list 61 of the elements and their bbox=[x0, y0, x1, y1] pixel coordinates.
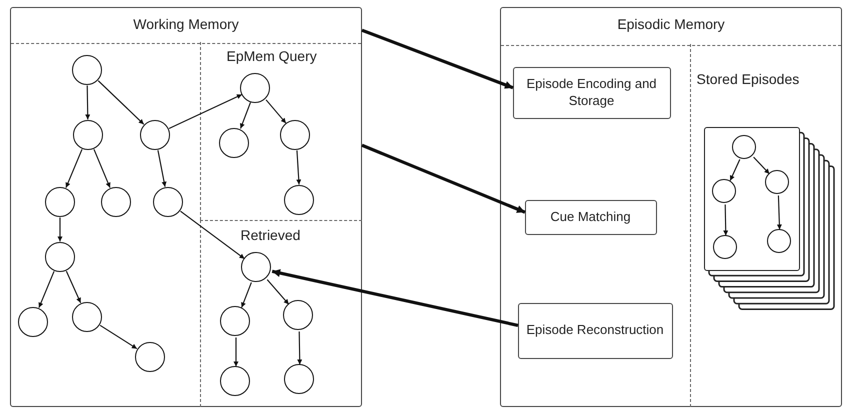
tree-node-circle bbox=[240, 72, 270, 102]
tree-node-circle bbox=[72, 302, 102, 332]
region-title: EpMem Query bbox=[226, 48, 317, 64]
arrow bbox=[296, 150, 302, 185]
tree-node-circle bbox=[44, 242, 74, 272]
arrow bbox=[157, 150, 167, 187]
tree-node-circle bbox=[220, 366, 250, 396]
tree-node-circle bbox=[712, 179, 736, 203]
arrow bbox=[776, 195, 782, 230]
tree-node-circle bbox=[766, 229, 790, 253]
tree-node-circle bbox=[284, 364, 314, 394]
tree-node-circle bbox=[140, 120, 170, 150]
arrow bbox=[85, 86, 90, 120]
dashed-region bbox=[200, 220, 362, 406]
tree-node-circle bbox=[100, 186, 130, 216]
tree-node-circle bbox=[284, 184, 314, 214]
arrow bbox=[58, 218, 62, 242]
process-box: Episode Reconstruction bbox=[518, 302, 672, 358]
arrow bbox=[361, 28, 514, 90]
arrow bbox=[241, 282, 252, 308]
episode-card bbox=[704, 126, 800, 270]
tree-node-circle bbox=[134, 342, 164, 372]
arrow bbox=[66, 270, 82, 304]
tree-node-circle bbox=[220, 306, 250, 336]
arrow bbox=[38, 271, 55, 308]
tree-node-circle bbox=[72, 54, 102, 84]
tree-node-circle bbox=[18, 306, 48, 336]
arrow bbox=[753, 156, 770, 174]
tree-node-circle bbox=[219, 128, 249, 158]
region-title: Stored Episodes bbox=[696, 70, 800, 86]
arrow bbox=[98, 80, 144, 125]
tree-node-circle bbox=[72, 120, 102, 150]
memory-panel bbox=[10, 7, 362, 407]
arrow bbox=[266, 99, 286, 124]
arrow bbox=[272, 269, 518, 327]
tree-node-circle bbox=[44, 186, 74, 216]
arrow bbox=[168, 94, 242, 129]
arrow bbox=[65, 149, 83, 188]
arrow bbox=[723, 204, 728, 236]
arrow bbox=[100, 324, 138, 350]
panel-title: Working Memory bbox=[133, 16, 239, 32]
tree-node-circle bbox=[283, 300, 313, 330]
tree-node-circle bbox=[241, 252, 271, 282]
panel-title: Episodic Memory bbox=[617, 16, 725, 32]
tree-node-circle bbox=[152, 186, 182, 216]
arrow bbox=[730, 159, 740, 181]
process-box: Episode Encoding and Storage bbox=[512, 66, 670, 118]
arrow bbox=[297, 332, 302, 364]
memory-panel bbox=[500, 7, 842, 407]
tree-node-circle bbox=[712, 235, 736, 259]
arrow bbox=[180, 210, 245, 260]
arrow bbox=[361, 144, 526, 214]
process-box: Cue Matching bbox=[524, 200, 656, 234]
arrow bbox=[240, 102, 251, 129]
tree-node-circle bbox=[280, 120, 310, 150]
arrow bbox=[266, 279, 290, 305]
tree-node-circle bbox=[764, 170, 788, 194]
arrow bbox=[93, 149, 111, 188]
region-title: Retrieved bbox=[240, 226, 300, 242]
arrow bbox=[234, 338, 238, 366]
tree-node-circle bbox=[732, 135, 756, 159]
